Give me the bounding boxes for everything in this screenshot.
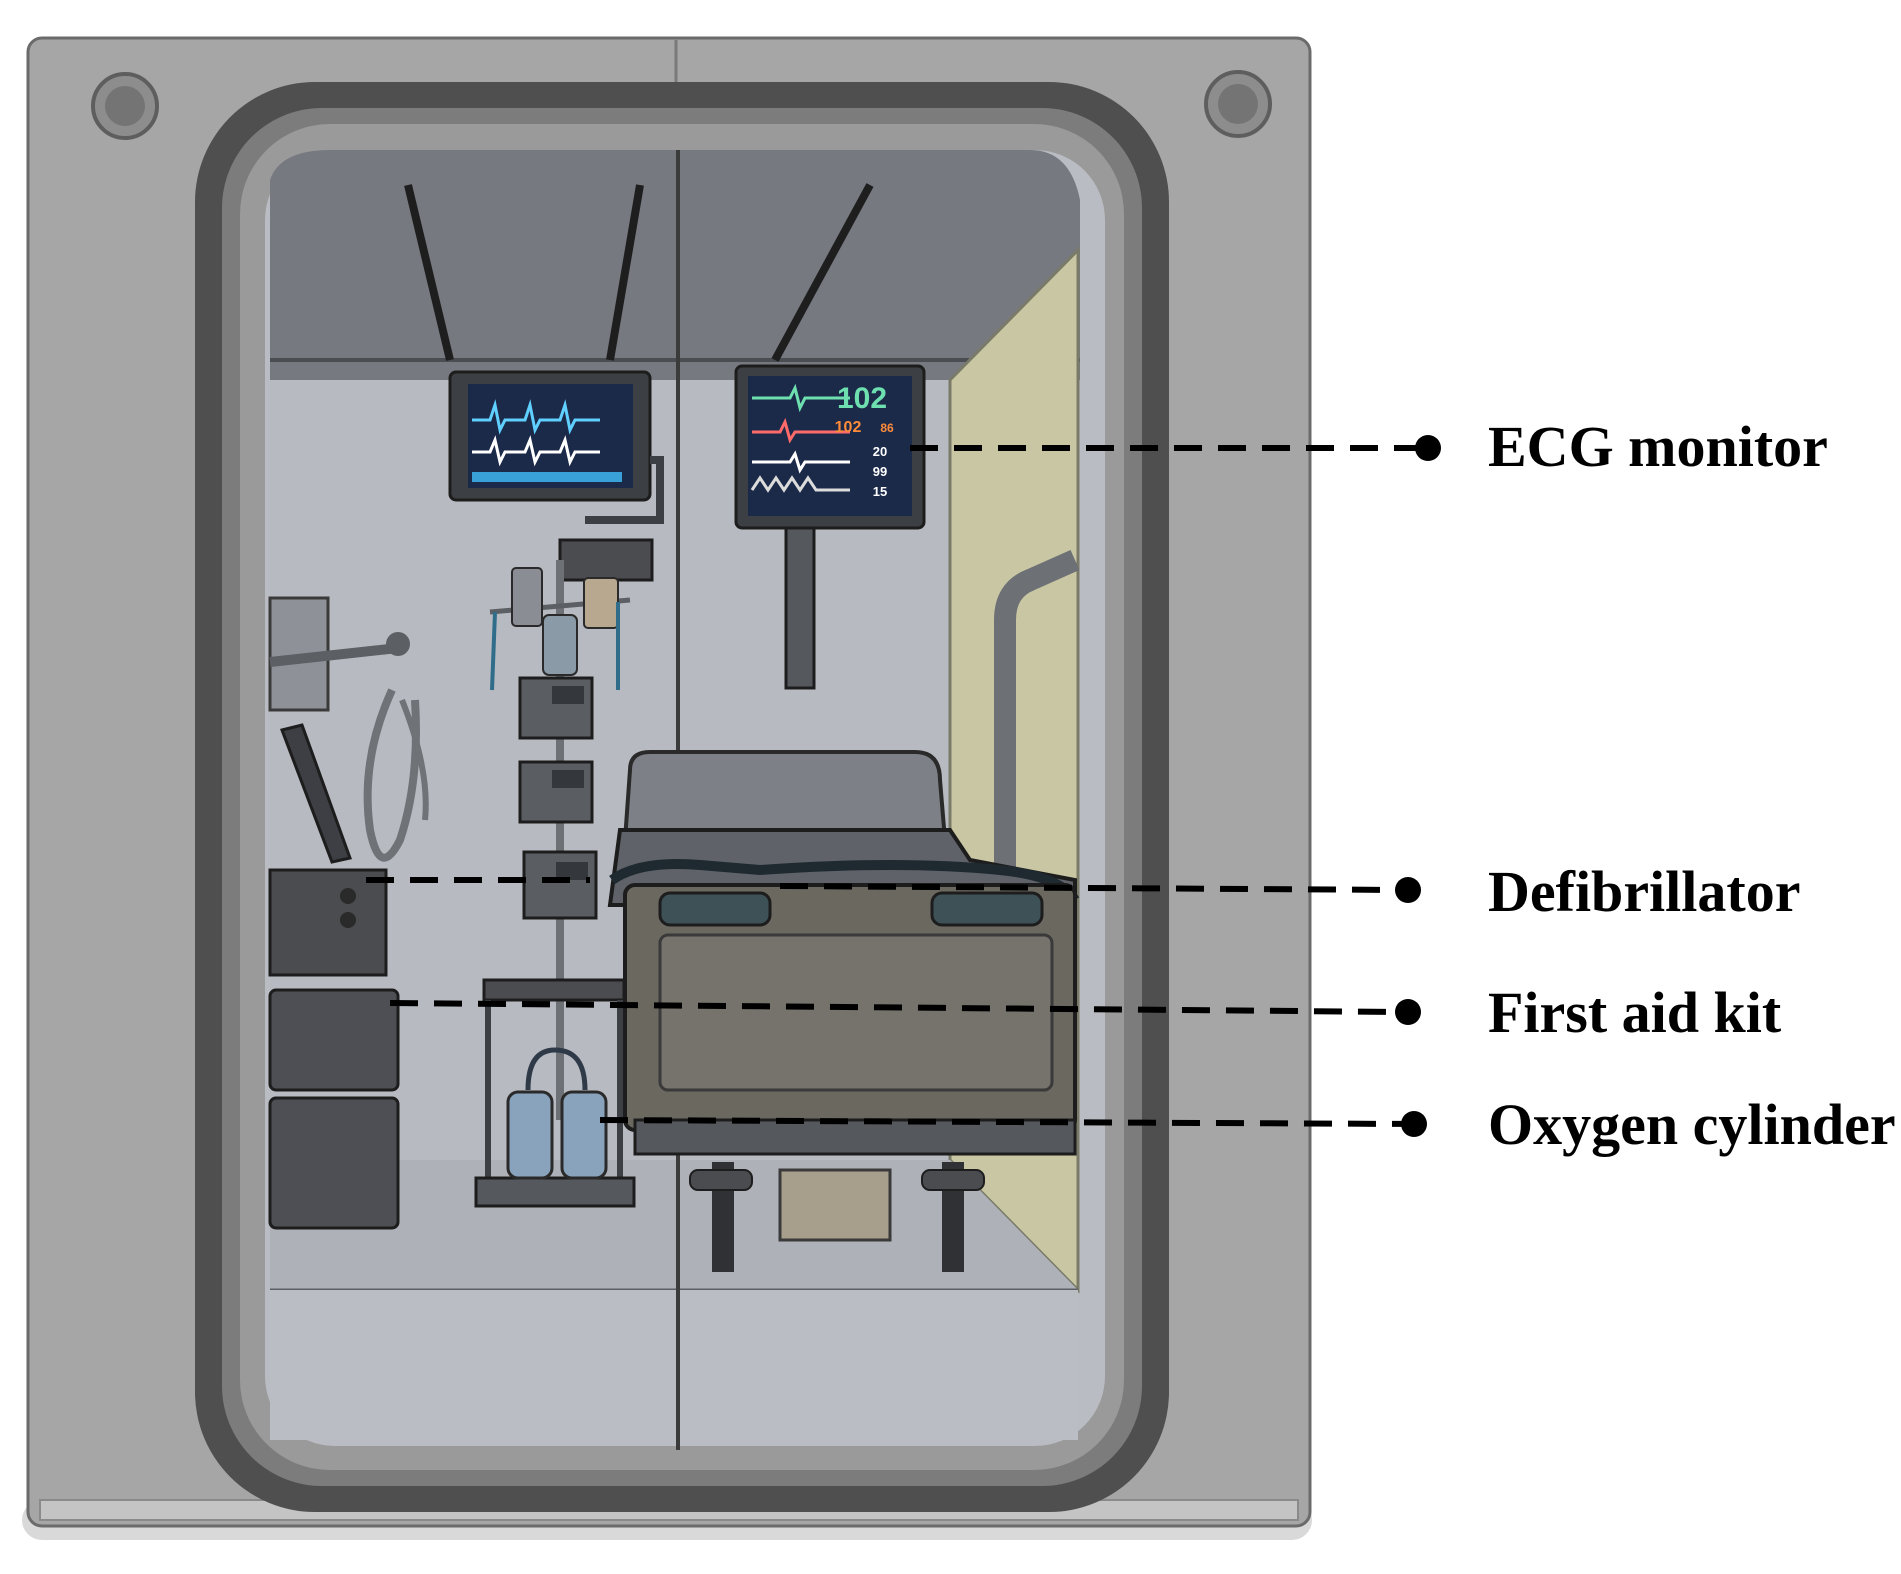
iv-pole-assembly	[448, 370, 664, 1208]
ecg-value-3: 20	[873, 444, 887, 459]
leader-oxygen-cylinder-dot	[1401, 1111, 1427, 1137]
side-wall-handle	[994, 549, 1080, 870]
first-aid-cabinet-bottom	[268, 1096, 400, 1230]
back-monitor-wave-1	[472, 399, 600, 435]
label-ecg-monitor: ECG monitor	[1488, 414, 1828, 479]
stretcher-backrest	[622, 750, 948, 842]
hook-rail	[269, 643, 399, 667]
defib-knob-2	[340, 912, 356, 928]
stretcher-panel	[658, 933, 1054, 1092]
first-aid-cabinet-top	[268, 988, 400, 1092]
oxygen-cart-base	[474, 1176, 636, 1208]
infusion-pump-3-display	[556, 862, 588, 880]
leader-defibrillator-2	[779, 883, 1406, 893]
infusion-pump-1-display	[552, 686, 584, 704]
hook-knob	[386, 632, 410, 656]
iv-line-1	[490, 611, 497, 691]
label-defibrillator: Defibrillator	[1488, 859, 1801, 924]
ecg-main-value: 102	[837, 382, 887, 415]
ceiling	[270, 150, 1080, 380]
hanging-hose	[363, 688, 420, 862]
leader-ecg-monitor-dot	[1415, 435, 1441, 461]
ecg-wave-2	[752, 417, 850, 444]
infusion-pump-2-display	[552, 770, 584, 788]
leader-first-aid-kit-dot	[1395, 999, 1421, 1025]
leader-defibrillator-dot	[1395, 877, 1421, 903]
leader-oxygen-cylinder	[599, 1117, 1413, 1127]
label-first-aid-kit: First aid kit	[1488, 980, 1782, 1045]
infusion-pump-3	[522, 850, 598, 920]
hanging-hose-2	[399, 698, 429, 821]
oxygen-bottle-left	[506, 1090, 554, 1180]
iv-bag-right	[583, 577, 619, 629]
wall-tablet	[279, 723, 352, 864]
oxygen-cart-top	[482, 978, 626, 1002]
ecg-value-5: 15	[873, 484, 887, 499]
label-oxygen-cylinder: Oxygen cylinder	[1488, 1092, 1896, 1157]
ceiling-rib-3	[771, 183, 874, 362]
ecg-wave-4	[750, 475, 850, 493]
leader-first-aid-kit	[389, 1000, 1406, 1015]
back-monitor-wave-2	[472, 435, 600, 467]
oxygen-bottle-right	[560, 1090, 608, 1180]
ceiling-rib-1	[404, 184, 454, 361]
monitor-arm	[585, 456, 664, 524]
iv-bag-left	[511, 567, 543, 627]
ecg-monitor-device: 102 102 86 20 99 15	[734, 364, 926, 690]
ecg-monitor-mount	[784, 526, 816, 690]
defibrillator-unit	[268, 868, 388, 977]
stretcher-wheel-left	[689, 1169, 753, 1191]
stretcher-base-frame	[633, 1118, 1077, 1156]
frame-bolt-right-inner	[1218, 84, 1258, 124]
left-wall-equipment	[268, 596, 429, 1230]
pump-mount	[558, 538, 654, 582]
stretcher-handle-right	[930, 891, 1044, 927]
stretcher-undertray	[778, 1168, 892, 1242]
stretcher-wheel-right	[921, 1169, 985, 1191]
stretcher-handle-left	[658, 891, 772, 927]
stretcher-rail	[609, 859, 1080, 903]
frame-bolt-left-inner	[105, 86, 145, 126]
ecg-secondary-value: 102	[835, 419, 862, 436]
ceiling-rib-2	[606, 184, 644, 361]
ecg-wave-3	[752, 450, 850, 474]
iv-bottle	[542, 614, 578, 676]
ecg-secondary-small: 86	[880, 421, 894, 435]
back-monitor-bar	[472, 472, 622, 482]
oxygen-tube	[525, 1047, 588, 1091]
ecg-wave-1	[752, 383, 850, 413]
lower-panel	[270, 1290, 1078, 1440]
ecg-value-4: 99	[873, 464, 887, 479]
callout-leaders	[366, 435, 1441, 1137]
defib-knob-1	[340, 888, 356, 904]
